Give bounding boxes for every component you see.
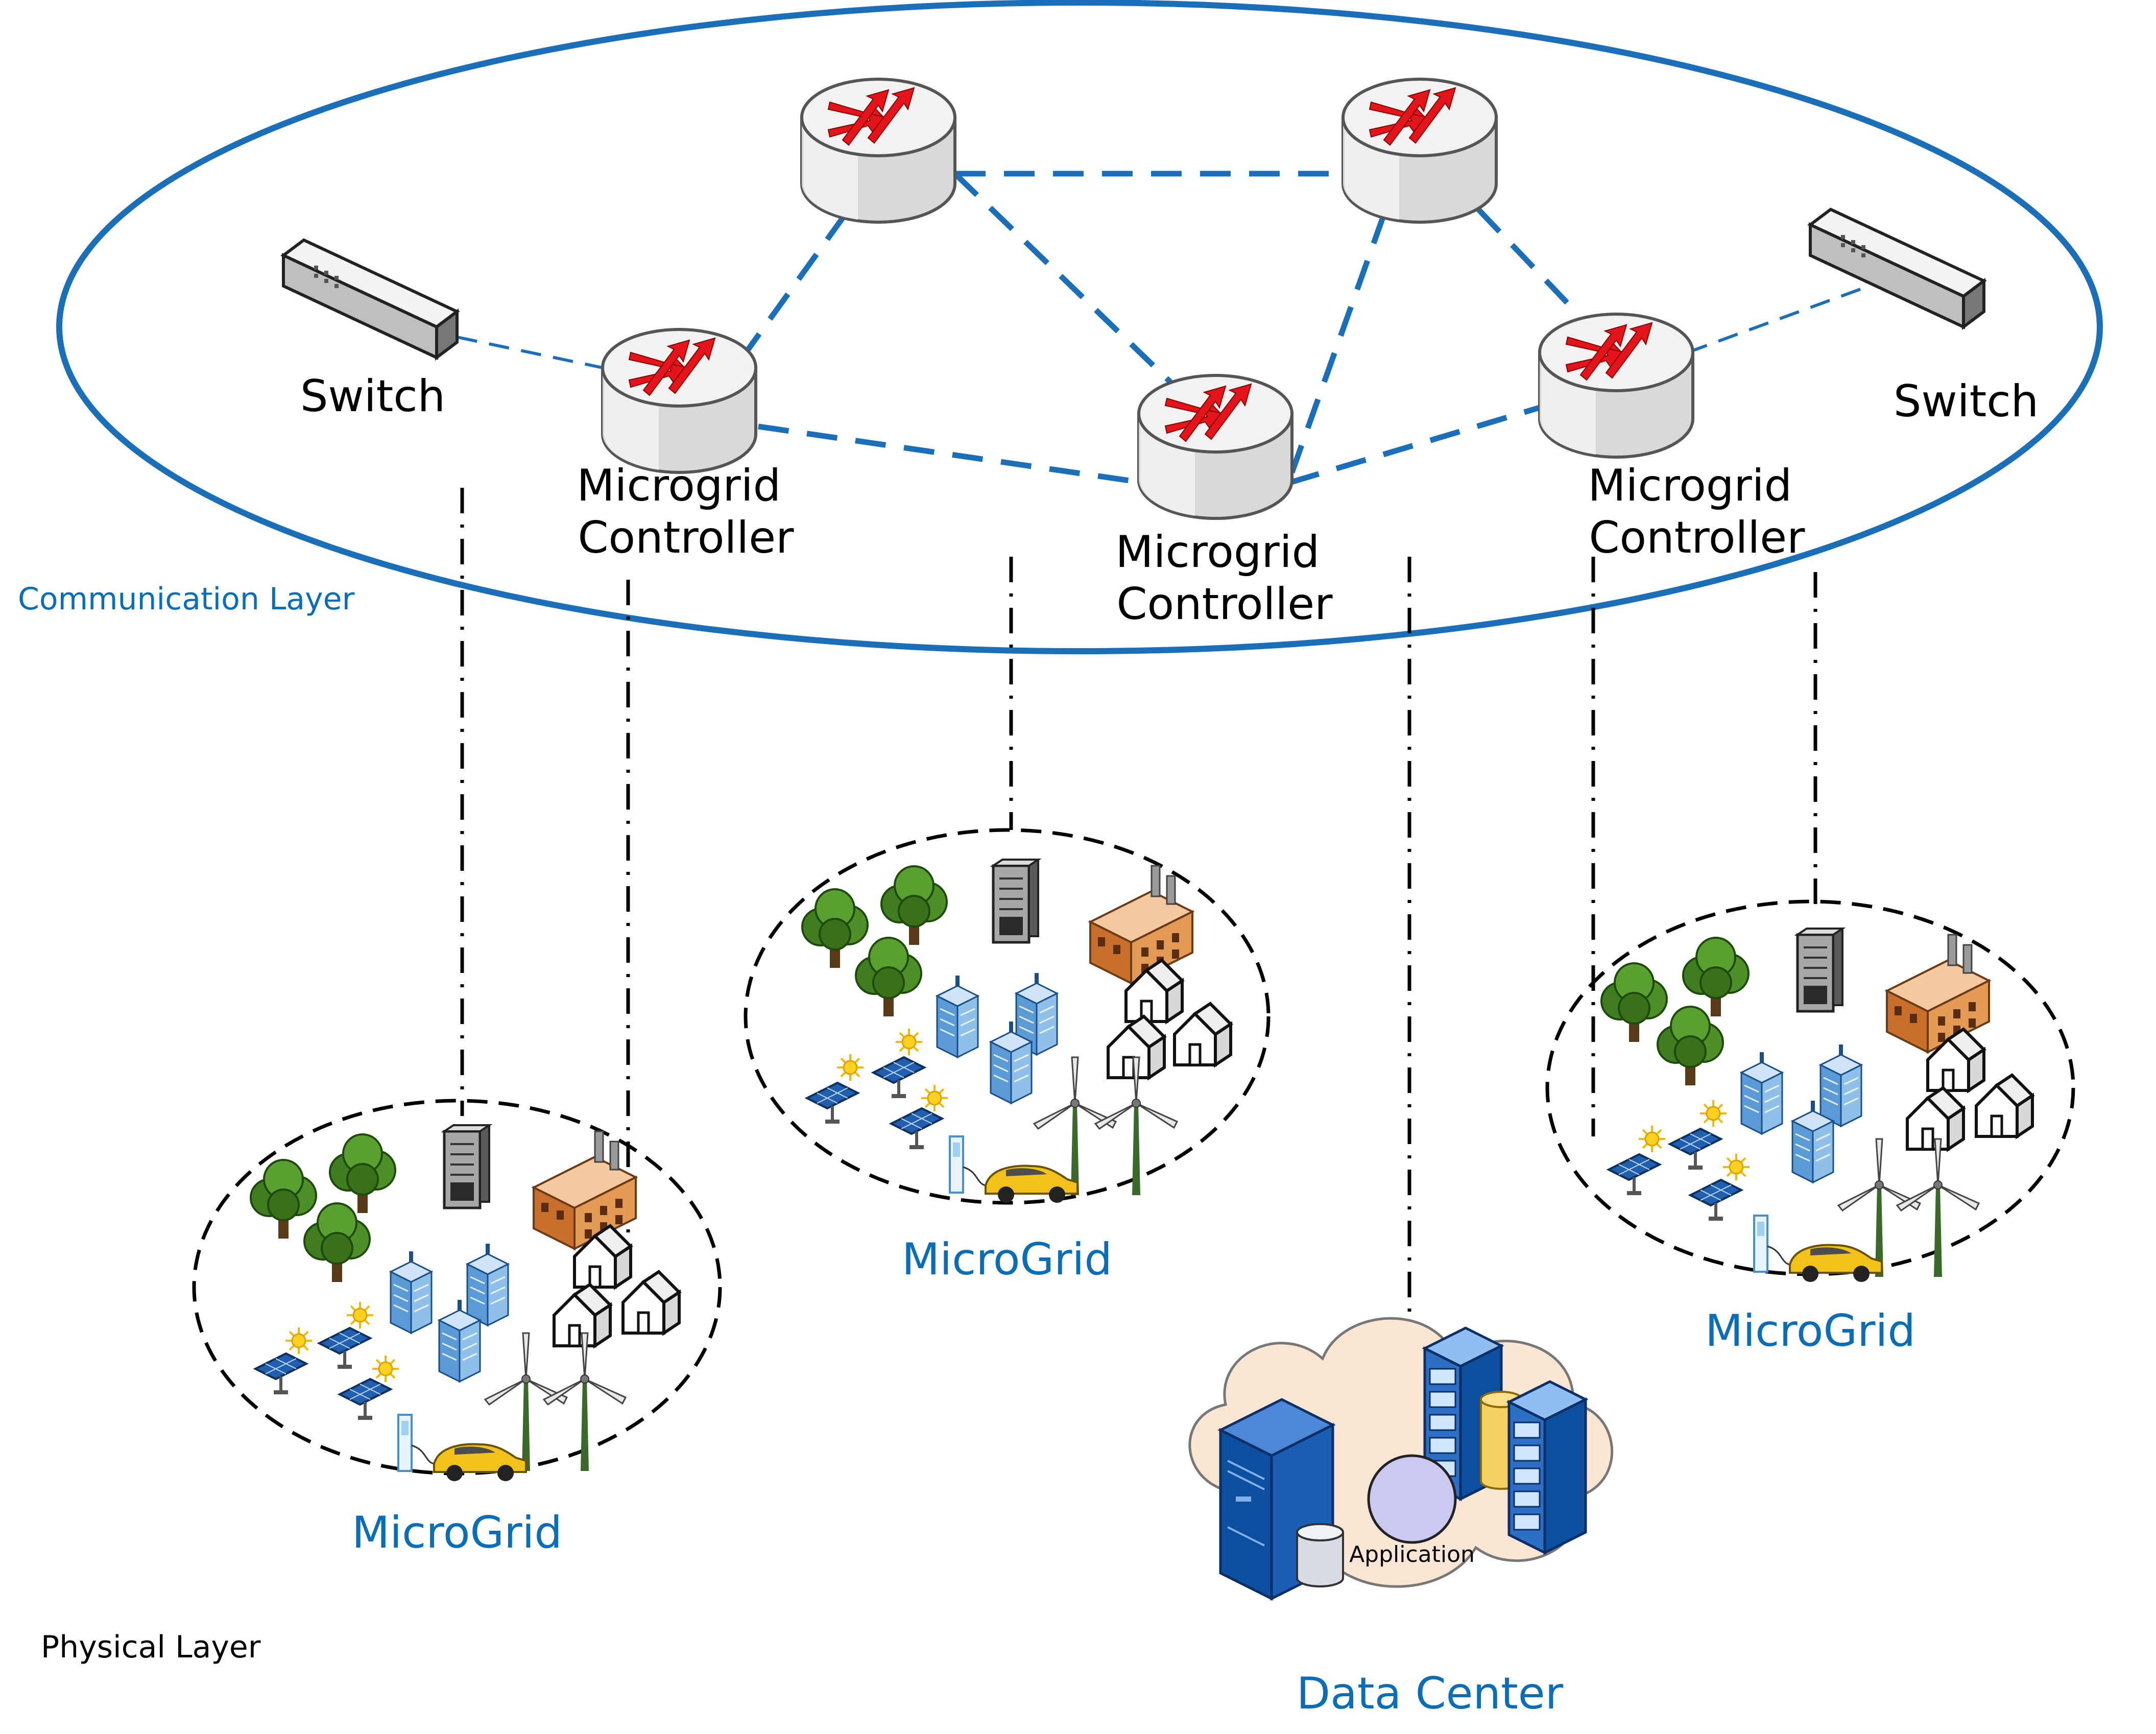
microgrid-center-label: MicroGrid xyxy=(902,1234,1112,1285)
solar-panel-icon xyxy=(340,1379,391,1420)
controller-right-line2: Controller xyxy=(1589,512,1805,563)
house-icon xyxy=(1976,1075,2032,1136)
physical-layer-label: Physical Layer xyxy=(41,1629,261,1665)
sun-icon xyxy=(346,1301,374,1329)
switch-icon xyxy=(1810,209,1984,327)
tree-icon xyxy=(880,865,948,946)
controller-right-line1: Microgrid xyxy=(1588,460,1792,511)
solar-panel-icon xyxy=(873,1057,924,1098)
solar-panel-icon xyxy=(1670,1129,1721,1170)
router-icon xyxy=(802,79,955,222)
solar-panel-icon xyxy=(891,1108,942,1149)
factory-icon xyxy=(1089,865,1193,984)
communication-layer-label: Communication Layer xyxy=(18,581,355,617)
wind-turbine-icon xyxy=(543,1332,627,1472)
controller-center-line2: Controller xyxy=(1116,579,1333,630)
sun-icon xyxy=(284,1326,313,1355)
sun-icon xyxy=(1638,1125,1666,1153)
rack-icon xyxy=(1509,1382,1586,1553)
sun-icon xyxy=(836,1053,865,1082)
communication-layer-ring xyxy=(56,0,2103,654)
svg-text:Microgrid Controller: Microgrid Controller xyxy=(577,460,795,563)
tree-icon xyxy=(1600,962,1668,1043)
office-building-icon xyxy=(1740,1051,1783,1135)
office-building-icon xyxy=(1819,1043,1862,1127)
tree-icon xyxy=(329,1133,396,1214)
controller-left-line2: Controller xyxy=(578,512,794,563)
data-center-label: Data Center xyxy=(1297,1668,1564,1719)
data-center: Application Data Center xyxy=(1190,1318,1612,1719)
tree-icon xyxy=(1657,1006,1724,1086)
microgrid-center: MicroGrid xyxy=(744,828,1271,1285)
solar-panel-icon xyxy=(807,1083,858,1124)
drop-lines xyxy=(460,488,1817,1453)
router-icon xyxy=(1540,314,1693,457)
server-tower-icon xyxy=(444,1125,489,1208)
server-tower-icon xyxy=(993,860,1038,942)
tree-icon xyxy=(250,1159,317,1240)
application-node-icon xyxy=(1367,1454,1457,1544)
sun-icon xyxy=(920,1084,949,1112)
tree-icon xyxy=(1682,937,1750,1017)
router-icon xyxy=(1343,79,1496,222)
sun-icon xyxy=(1699,1099,1728,1128)
svg-text:Microgrid Controller: Microgrid Controller xyxy=(1588,460,1806,563)
solar-panel-icon xyxy=(1690,1180,1741,1221)
controller-left-line1: Microgrid xyxy=(577,460,781,511)
house-icon xyxy=(623,1272,679,1333)
office-building-icon xyxy=(936,975,979,1058)
office-building-icon xyxy=(466,1243,509,1326)
switch-label-right: Switch xyxy=(1894,376,2039,427)
electric-car-icon xyxy=(949,1135,1079,1204)
factory-icon xyxy=(1886,934,1990,1053)
router-icon xyxy=(1139,375,1292,518)
microgrid-left: MicroGrid xyxy=(192,1099,722,1558)
solar-panel-icon xyxy=(319,1328,370,1369)
switch-icon xyxy=(283,240,457,358)
microgrid-right: MicroGrid xyxy=(1545,899,2075,1357)
tree-icon xyxy=(801,888,869,969)
factory-icon xyxy=(533,1130,637,1250)
solar-panel-icon xyxy=(1609,1154,1660,1195)
solar-panel-icon xyxy=(255,1353,306,1394)
switch-label-left: Switch xyxy=(300,371,445,422)
tree-icon xyxy=(855,937,922,1017)
house-icon xyxy=(1175,1004,1231,1065)
svg-text:Microgrid Controller: Microgrid Controller xyxy=(1115,527,1333,630)
microgrid-right-label: MicroGrid xyxy=(1705,1305,1915,1357)
router-icon xyxy=(603,329,756,472)
office-building-icon xyxy=(390,1250,433,1334)
application-label: Application xyxy=(1349,1541,1475,1567)
sun-icon xyxy=(1722,1153,1751,1181)
sun-icon xyxy=(371,1355,400,1383)
controller-center-line1: Microgrid xyxy=(1115,527,1320,578)
network-links xyxy=(457,171,1870,486)
tree-icon xyxy=(303,1202,371,1283)
wind-turbine-icon xyxy=(1896,1138,1980,1278)
microgrid-left-label: MicroGrid xyxy=(352,1507,562,1558)
sun-icon xyxy=(895,1028,923,1056)
database-icon xyxy=(1296,1523,1344,1587)
server-tower-icon xyxy=(1798,929,1842,1011)
